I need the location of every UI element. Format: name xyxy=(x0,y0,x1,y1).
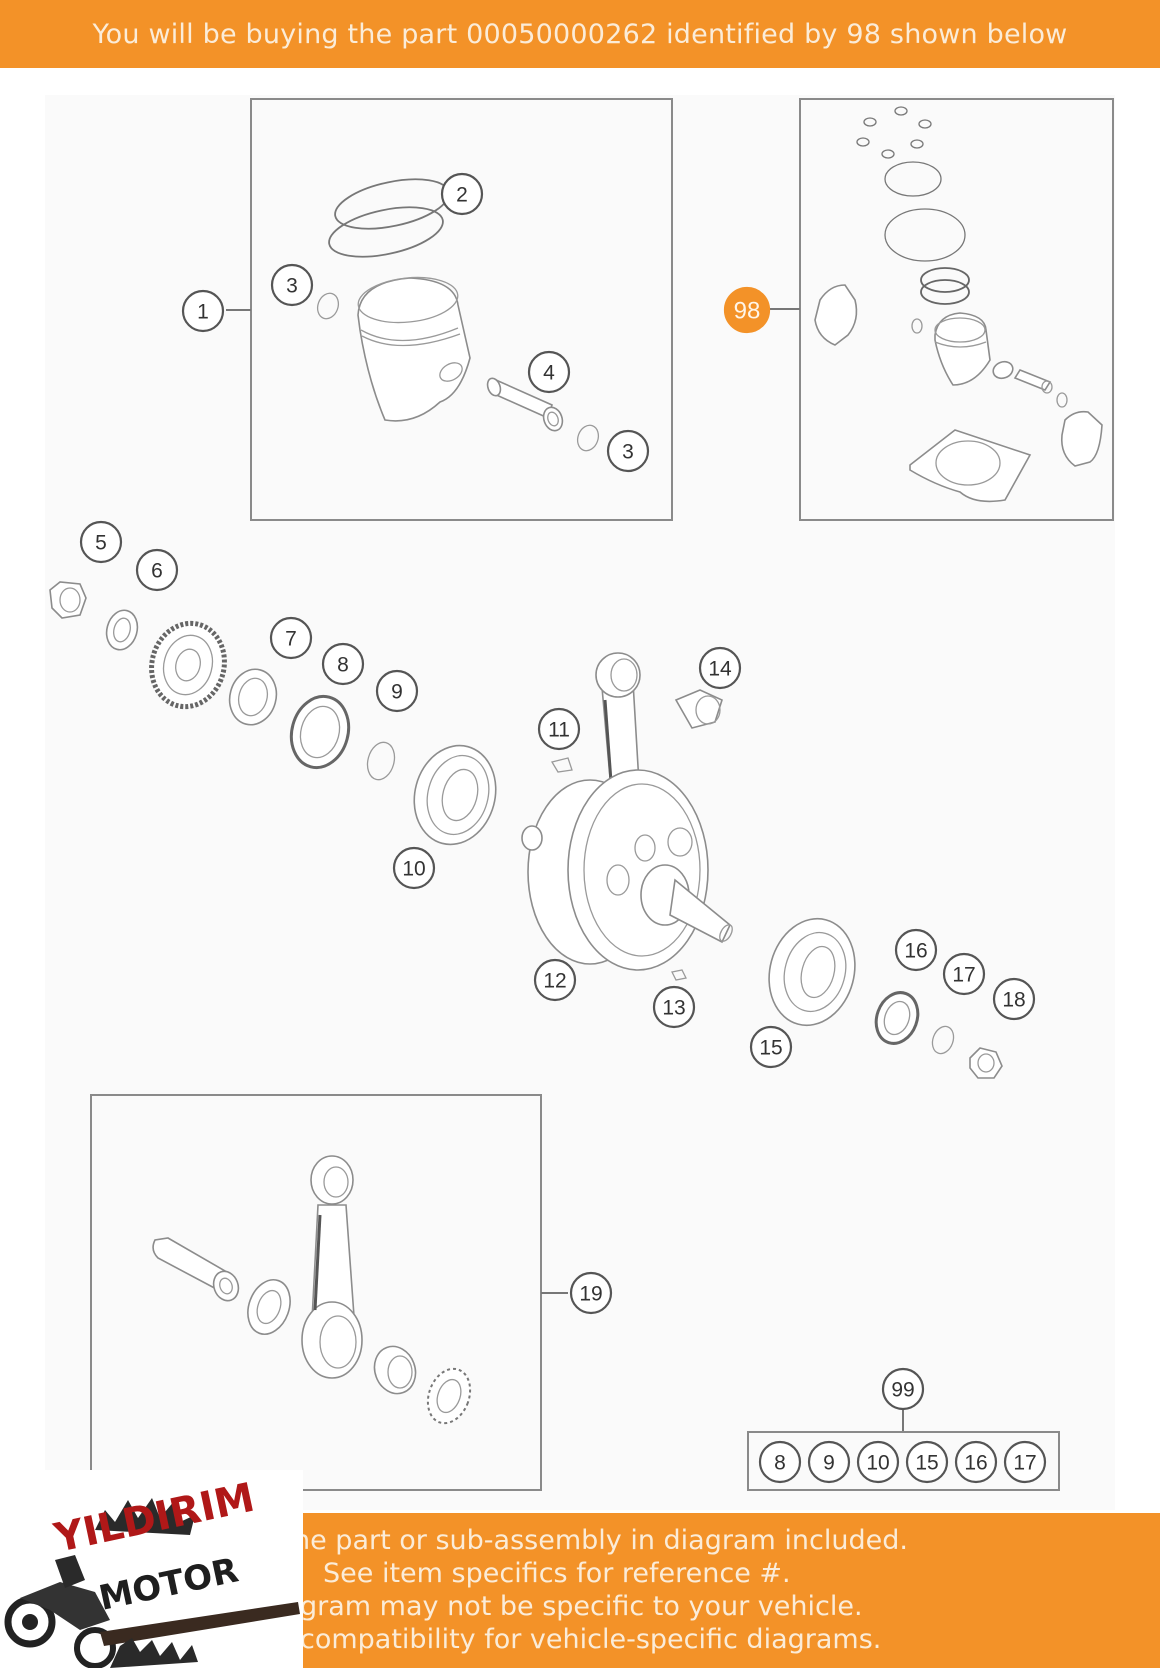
callout-17[interactable]: 17 xyxy=(942,952,986,996)
disclaimer-line-3: gram may not be specific to your vehicle… xyxy=(300,1591,863,1622)
callout-1[interactable]: 1 xyxy=(181,289,225,333)
banner-text: You will be buying the part 00050000262 … xyxy=(92,18,1068,50)
bushing xyxy=(674,689,723,729)
o-ring xyxy=(366,741,396,781)
logo-text-motor: MOTOR xyxy=(96,1550,242,1618)
callout-3[interactable]: 3 xyxy=(606,429,650,473)
svg-text:6: 6 xyxy=(151,560,163,583)
svg-text:3: 3 xyxy=(286,275,298,298)
callout-19[interactable]: 19 xyxy=(569,1271,613,1315)
disclaimer-line-4: compatibility for vehicle-specific diagr… xyxy=(300,1624,882,1655)
sprocket-icon xyxy=(95,1498,195,1535)
callout-99[interactable]: 99 xyxy=(881,1367,925,1411)
kit-99-item-15[interactable]: 15 xyxy=(905,1440,949,1484)
callout-11[interactable]: 11 xyxy=(537,707,581,751)
kit-99-item-17[interactable]: 17 xyxy=(1003,1440,1047,1484)
shaft-seal xyxy=(289,694,351,770)
right-seal xyxy=(874,991,920,1045)
svg-text:17: 17 xyxy=(952,964,975,987)
callout-14[interactable]: 14 xyxy=(698,646,742,690)
callout-10[interactable]: 10 xyxy=(392,846,436,890)
svg-text:11: 11 xyxy=(548,719,570,742)
svg-text:7: 7 xyxy=(285,628,297,651)
side-gasket-right xyxy=(1060,410,1103,467)
disclaimer-line-2: See item specifics for reference #. xyxy=(323,1558,791,1589)
con-rod-kit-frame xyxy=(90,1094,542,1491)
primary-gear xyxy=(149,620,227,710)
disclaimer-line-1: he part or sub-assembly in diagram inclu… xyxy=(293,1525,908,1556)
svg-text:2: 2 xyxy=(456,184,468,207)
svg-text:17: 17 xyxy=(1013,1452,1036,1475)
top-end-kit-group xyxy=(768,98,1114,521)
callout-4[interactable]: 4 xyxy=(527,350,571,394)
bearing-left xyxy=(413,744,497,846)
side-gasket xyxy=(814,284,858,346)
washer xyxy=(105,609,139,651)
callout-8[interactable]: 8 xyxy=(321,642,365,686)
svg-text:1: 1 xyxy=(197,301,209,324)
right-shaft-parts xyxy=(768,917,1003,1079)
kit-99-frame xyxy=(747,1431,1060,1491)
right-nut xyxy=(969,1047,1003,1079)
svg-text:5: 5 xyxy=(95,532,107,555)
callout-9[interactable]: 9 xyxy=(375,669,419,713)
svg-text:3: 3 xyxy=(622,441,634,464)
kit-99-item-16[interactable]: 16 xyxy=(954,1440,998,1484)
piston-pin xyxy=(486,377,564,432)
kit-99-item-8[interactable]: 8 xyxy=(758,1440,802,1484)
svg-text:4: 4 xyxy=(543,362,555,385)
callout-98-highlighted[interactable]: 98 xyxy=(723,286,771,334)
svg-text:8: 8 xyxy=(774,1452,786,1475)
svg-text:19: 19 xyxy=(579,1283,602,1306)
svg-text:16: 16 xyxy=(904,940,927,963)
yildirim-motor-logo: YILDIRIM MOTOR xyxy=(0,1470,303,1668)
svg-text:12: 12 xyxy=(543,970,566,993)
svg-text:9: 9 xyxy=(823,1452,835,1475)
bearing-right xyxy=(768,917,856,1027)
callout-13[interactable]: 13 xyxy=(652,985,696,1029)
callout-5[interactable]: 5 xyxy=(79,520,123,564)
svg-text:16: 16 xyxy=(964,1452,987,1475)
svg-text:98: 98 xyxy=(734,298,761,325)
svg-text:18: 18 xyxy=(1002,989,1025,1012)
svg-text:10: 10 xyxy=(402,858,425,881)
callout-12[interactable]: 12 xyxy=(533,958,577,1002)
callout-7[interactable]: 7 xyxy=(269,616,313,660)
kit-piston xyxy=(934,312,991,386)
circlip xyxy=(316,292,340,320)
o-ring-small xyxy=(884,161,942,197)
lock-washer xyxy=(931,1025,955,1055)
svg-text:9: 9 xyxy=(391,681,403,704)
svg-text:15: 15 xyxy=(915,1452,938,1475)
callout-6[interactable]: 6 xyxy=(135,548,179,592)
piston-kit-group xyxy=(226,98,673,521)
svg-text:15: 15 xyxy=(759,1037,782,1060)
svg-text:13: 13 xyxy=(662,997,685,1020)
callout-2[interactable]: 2 xyxy=(440,172,484,216)
top-banner: You will be buying the part 00050000262 … xyxy=(0,0,1160,68)
callout-18[interactable]: 18 xyxy=(992,977,1036,1021)
callout-16[interactable]: 16 xyxy=(894,928,938,972)
svg-text:14: 14 xyxy=(708,658,732,681)
svg-text:10: 10 xyxy=(866,1452,889,1475)
small-washers xyxy=(856,106,932,159)
piston-rings xyxy=(328,178,450,258)
piston xyxy=(357,276,471,422)
kit-99-item-10[interactable]: 10 xyxy=(856,1440,900,1484)
spacer xyxy=(228,668,278,726)
base-gasket xyxy=(909,429,1032,503)
svg-text:99: 99 xyxy=(891,1379,914,1402)
left-shaft-parts xyxy=(49,581,497,846)
crankshaft xyxy=(521,652,733,981)
con-rod-kit-group xyxy=(90,1094,568,1491)
kit-99-item-9[interactable]: 9 xyxy=(807,1440,851,1484)
callout-15[interactable]: 15 xyxy=(749,1025,793,1069)
callout-3[interactable]: 3 xyxy=(270,263,314,307)
dirt-bike-icon xyxy=(4,1555,116,1668)
svg-text:8: 8 xyxy=(337,654,349,677)
circlip xyxy=(576,424,600,452)
o-ring-large xyxy=(884,208,966,262)
logo-text-yildirim: YILDIRIM xyxy=(50,1475,259,1562)
